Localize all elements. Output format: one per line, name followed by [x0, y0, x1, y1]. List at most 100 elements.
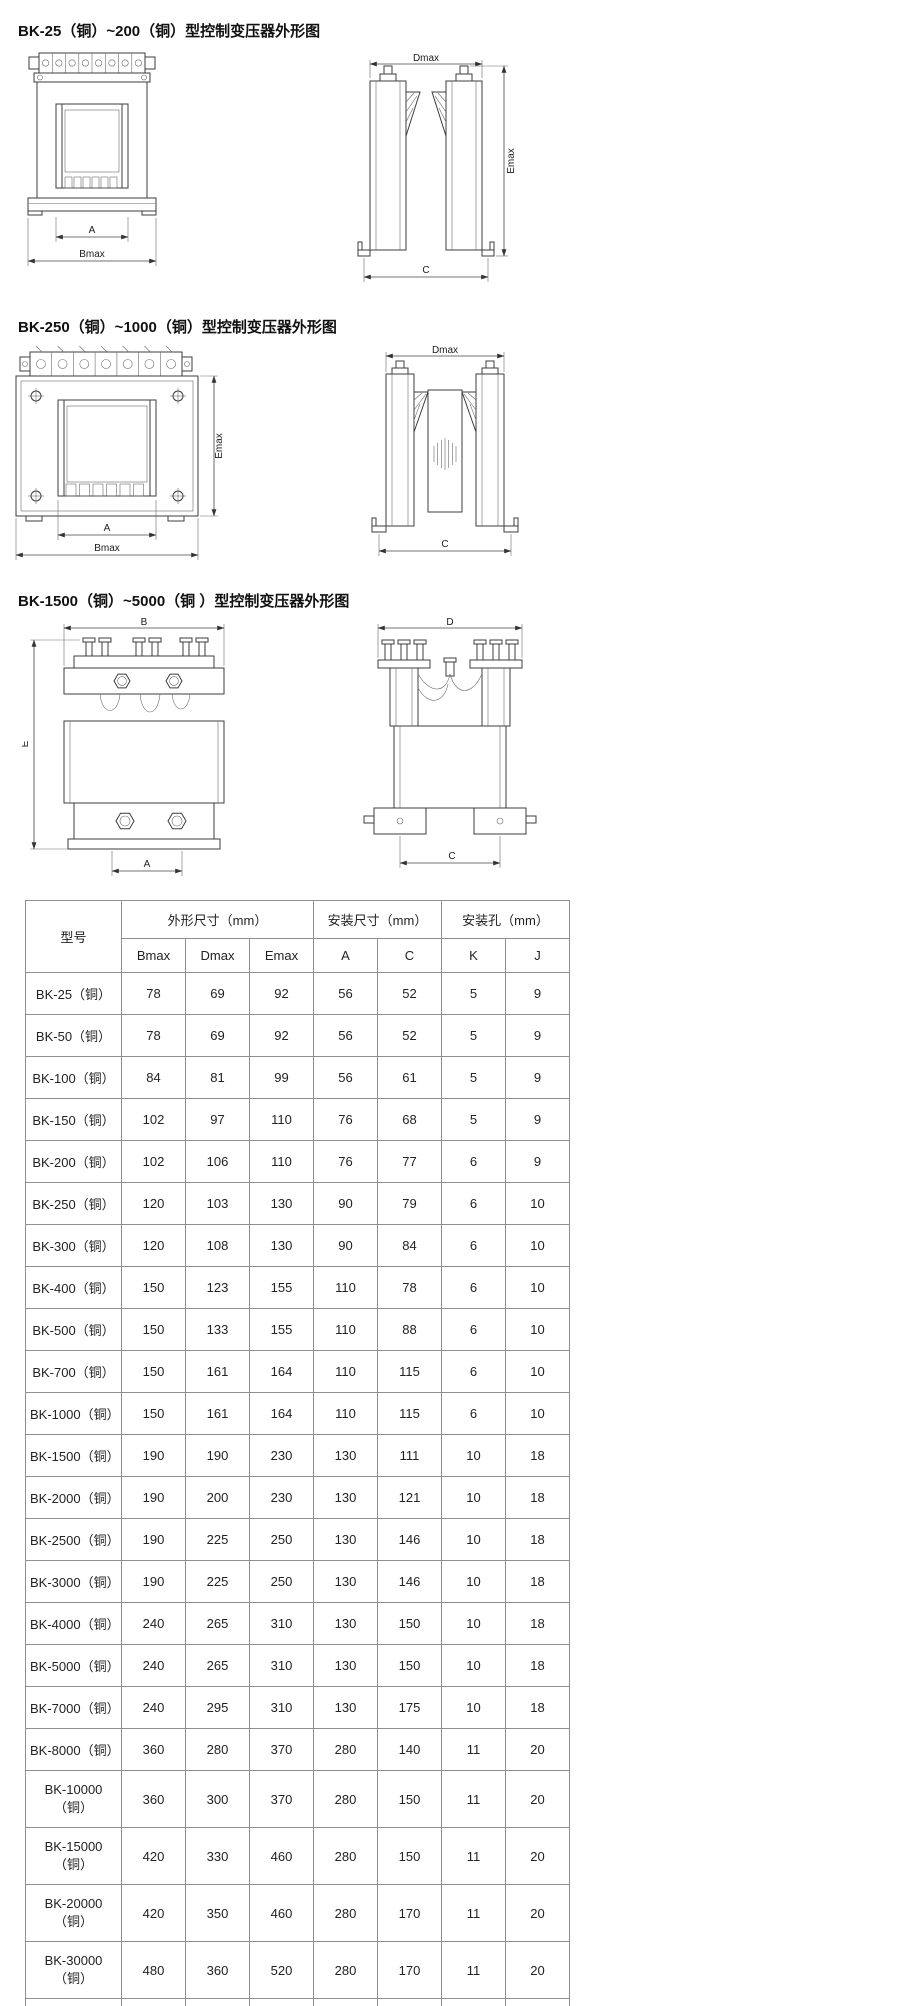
- transformer-side-outline: [363, 639, 537, 835]
- spec-cell: 6: [441, 1392, 506, 1435]
- spec-cell: 10: [441, 1518, 506, 1561]
- section-heading-bk25-200: BK-25（铜）~200（铜）型控制变压器外形图: [18, 23, 321, 40]
- spec-cell: 110: [313, 1392, 378, 1435]
- spec-cell: 69: [185, 972, 250, 1015]
- spec-cell: 102: [121, 1140, 186, 1183]
- spec-cell: 420: [121, 1827, 186, 1885]
- spec-cell: 10: [505, 1350, 570, 1393]
- spec-cell: 81: [185, 1056, 250, 1099]
- spec-cell: 9: [505, 1056, 570, 1099]
- spec-cell: 11: [441, 1770, 506, 1828]
- spec-cell: 69: [185, 1014, 250, 1057]
- spec-cell: 480: [121, 1941, 186, 1999]
- side-dimensions: D C: [377, 617, 523, 868]
- bk25-front-view-drawing: A Bmax: [27, 52, 157, 266]
- spec-cell: 180: [377, 1998, 442, 2006]
- spec-cell: 10: [441, 1602, 506, 1645]
- spec-cell: 380: [185, 1998, 250, 2006]
- col-header-k: K: [441, 938, 506, 973]
- spec-cell: 130: [313, 1434, 378, 1477]
- transformer-side-outline: [371, 360, 519, 533]
- spec-cell: 10: [505, 1308, 570, 1351]
- col-header-emax: Emax: [249, 938, 314, 973]
- spec-cell: 77: [377, 1140, 442, 1183]
- spec-cell: 10: [505, 1266, 570, 1309]
- model-cell: BK-500（铜）: [25, 1308, 122, 1351]
- spec-cell: 240: [121, 1602, 186, 1645]
- spec-cell: 111: [377, 1434, 442, 1477]
- spec-cell: 56: [313, 1056, 378, 1099]
- spec-cell: 295: [185, 1686, 250, 1729]
- model-cell: BK-40000（铜）: [25, 1998, 122, 2006]
- model-cell: BK-1000（铜）: [25, 1392, 122, 1435]
- spec-cell: 460: [249, 1827, 314, 1885]
- model-cell: BK-30000（铜）: [25, 1941, 122, 1999]
- model-cell: BK-10000（铜）: [25, 1770, 122, 1828]
- spec-cell: 520: [121, 1998, 186, 2006]
- spec-cell: 130: [313, 1518, 378, 1561]
- dim-label-a: A: [104, 523, 111, 534]
- spec-cell: 370: [249, 1770, 314, 1828]
- spec-cell: 11: [441, 1941, 506, 1999]
- spec-cell: 18: [505, 1686, 570, 1729]
- dim-label-c: C: [422, 265, 429, 276]
- col-header-c: C: [377, 938, 442, 973]
- model-cell: BK-25（铜）: [25, 972, 122, 1015]
- spec-cell: 11: [441, 1884, 506, 1942]
- spec-cell: 110: [313, 1266, 378, 1309]
- spec-cell: 146: [377, 1560, 442, 1603]
- spec-cell: 20: [505, 1884, 570, 1942]
- spec-cell: 310: [249, 1602, 314, 1645]
- model-cell: BK-700（铜）: [25, 1350, 122, 1393]
- spec-cell: 10: [505, 1392, 570, 1435]
- bk250-side-view-drawing: Dmax C: [371, 345, 519, 556]
- spec-cell: 280: [185, 1728, 250, 1771]
- spec-cell: 190: [121, 1518, 186, 1561]
- dim-label-a: A: [89, 225, 96, 236]
- spec-cell: 330: [185, 1827, 250, 1885]
- spec-cell: 90: [313, 1182, 378, 1225]
- spec-cell: 106: [185, 1140, 250, 1183]
- spec-cell: 120: [121, 1182, 186, 1225]
- spec-cell: 150: [121, 1308, 186, 1351]
- spec-cell: 5: [441, 1056, 506, 1099]
- spec-cell: 360: [121, 1770, 186, 1828]
- spec-cell: 164: [249, 1350, 314, 1393]
- dim-label-emax: Emax: [214, 433, 225, 459]
- spec-cell: 92: [249, 1014, 314, 1057]
- front-dimensions: B E A: [22, 617, 225, 876]
- transformer-front-outline: [63, 637, 225, 850]
- spec-cell: 265: [185, 1644, 250, 1687]
- spec-cell: 155: [249, 1266, 314, 1309]
- spec-cell: 133: [185, 1308, 250, 1351]
- section-heading-bk1500-5000: BK-1500（铜）~5000（铜 ）型控制变压器外形图: [18, 593, 350, 610]
- dim-label-a: A: [144, 859, 151, 870]
- model-cell: BK-5000（铜）: [25, 1644, 122, 1687]
- spec-cell: 170: [377, 1941, 442, 1999]
- spec-cell: 150: [377, 1770, 442, 1828]
- spec-cell: 161: [185, 1350, 250, 1393]
- spec-table-container: 型号 外形尺寸（mm） 安装尺寸（mm） 安装孔（mm） Bmax Dmax E…: [25, 900, 570, 2006]
- spec-cell: 10: [441, 1434, 506, 1477]
- bk250-front-view-drawing: Emax A Bmax: [15, 345, 225, 560]
- bk1500-front-view-drawing: B E A: [22, 617, 225, 876]
- spec-cell: 78: [377, 1266, 442, 1309]
- spec-cell: 10: [441, 1476, 506, 1519]
- spec-cell: 460: [249, 1884, 314, 1942]
- spec-cell: 56: [313, 1014, 378, 1057]
- spec-cell: 11: [441, 1827, 506, 1885]
- spec-cell: 10: [441, 1686, 506, 1729]
- spec-cell: 150: [377, 1602, 442, 1645]
- spec-cell: 310: [249, 1686, 314, 1729]
- model-cell: BK-3000（铜）: [25, 1560, 122, 1603]
- dim-label-dmax: Dmax: [413, 53, 439, 64]
- dim-label-dmax: Dmax: [432, 345, 458, 356]
- spec-cell: 130: [313, 1686, 378, 1729]
